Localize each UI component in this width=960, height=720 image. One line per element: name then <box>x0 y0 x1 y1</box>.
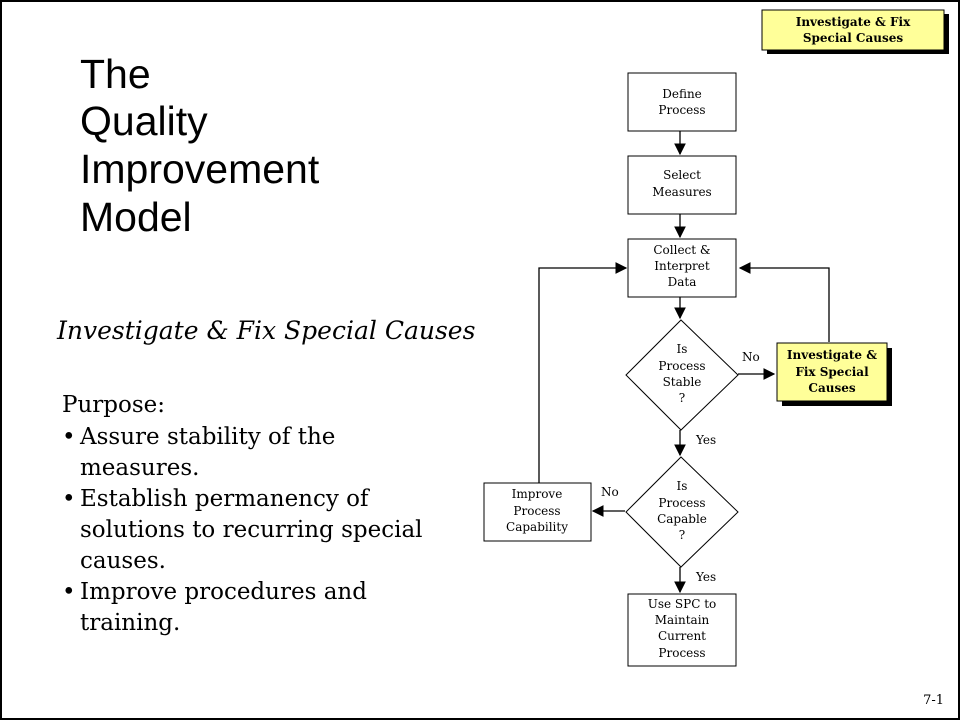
node-investigate-fix-special-causes: Investigate & Fix Special Causes <box>776 342 892 406</box>
decision-capable-line-4: ? <box>679 528 685 542</box>
purpose-heading: Purpose: <box>62 392 166 418</box>
purpose-bullet: Improve procedures and training. <box>62 577 442 639</box>
node-improve-process-capability: Improve Process Capability <box>483 482 592 542</box>
node-spc-line-2: Maintain <box>655 613 710 627</box>
node-spc-line-4: Process <box>658 646 705 660</box>
decision-stable-line-4: ? <box>679 391 685 405</box>
purpose-bullet: Establish permanency of solutions to rec… <box>62 484 442 577</box>
edge-label-capable-yes: Yes <box>695 570 716 584</box>
corner-badge-line-2: Special Causes <box>803 31 904 45</box>
edge-label-capable-no: No <box>601 485 619 499</box>
node-investigate-line-1: Investigate & <box>787 348 877 362</box>
decision-capable-line-1: Is <box>677 479 688 493</box>
node-select-measures: Select Measures <box>627 155 737 215</box>
node-define-line-1: Define <box>662 87 702 101</box>
node-select-line-1: Select <box>663 168 701 182</box>
node-define-line-2: Process <box>658 103 705 117</box>
section-subtitle: Investigate & Fix Special Causes <box>57 316 476 345</box>
edge-label-stable-yes: Yes <box>695 433 716 447</box>
node-improve-line-1: Improve <box>512 487 563 501</box>
node-investigate-line-2: Fix Special <box>795 365 869 379</box>
decision-capable-line-2: Process <box>658 496 705 510</box>
decision-process-stable: Is Process Stable ? <box>625 319 739 431</box>
node-spc-line-3: Current <box>658 629 706 643</box>
decision-capable-line-3: Capable <box>657 512 707 526</box>
node-spc-line-1: Use SPC to <box>648 597 717 611</box>
title-line-2: Quality <box>80 98 208 144</box>
edge-investigate-loop <box>738 262 830 342</box>
node-collect-line-3: Data <box>668 275 697 289</box>
title-line-3: Improvement <box>80 146 320 192</box>
edge-improve-loop <box>538 262 628 483</box>
title-line-1: The <box>80 51 151 97</box>
node-use-spc: Use SPC to Maintain Current Process <box>627 593 737 667</box>
corner-badge-line-1: Investigate & Fix <box>796 15 911 29</box>
purpose-bullet: Assure stability of the measures. <box>62 422 442 484</box>
node-collect-line-2: Interpret <box>654 259 710 273</box>
decision-stable-line-2: Process <box>658 359 705 373</box>
purpose-bullet-list: Assure stability of the measures. Establ… <box>62 422 442 639</box>
decision-stable-line-3: Stable <box>663 375 702 389</box>
node-investigate-line-3: Causes <box>808 381 855 395</box>
node-improve-line-3: Capability <box>506 520 568 534</box>
node-define-process: Define Process <box>627 72 737 132</box>
node-collect-interpret-data: Collect & Interpret Data <box>627 238 737 298</box>
page-number: 7-1 <box>923 693 944 708</box>
edge-label-stable-no: No <box>742 350 760 364</box>
decision-stable-line-1: Is <box>677 342 688 356</box>
node-improve-line-2: Process <box>513 504 560 518</box>
corner-badge: Investigate & Fix Special Causes <box>761 9 949 54</box>
title-line-4: Model <box>80 194 192 240</box>
decision-process-capable: Is Process Capable ? <box>625 456 739 568</box>
node-select-line-2: Measures <box>652 185 711 199</box>
node-collect-line-1: Collect & <box>653 243 711 257</box>
